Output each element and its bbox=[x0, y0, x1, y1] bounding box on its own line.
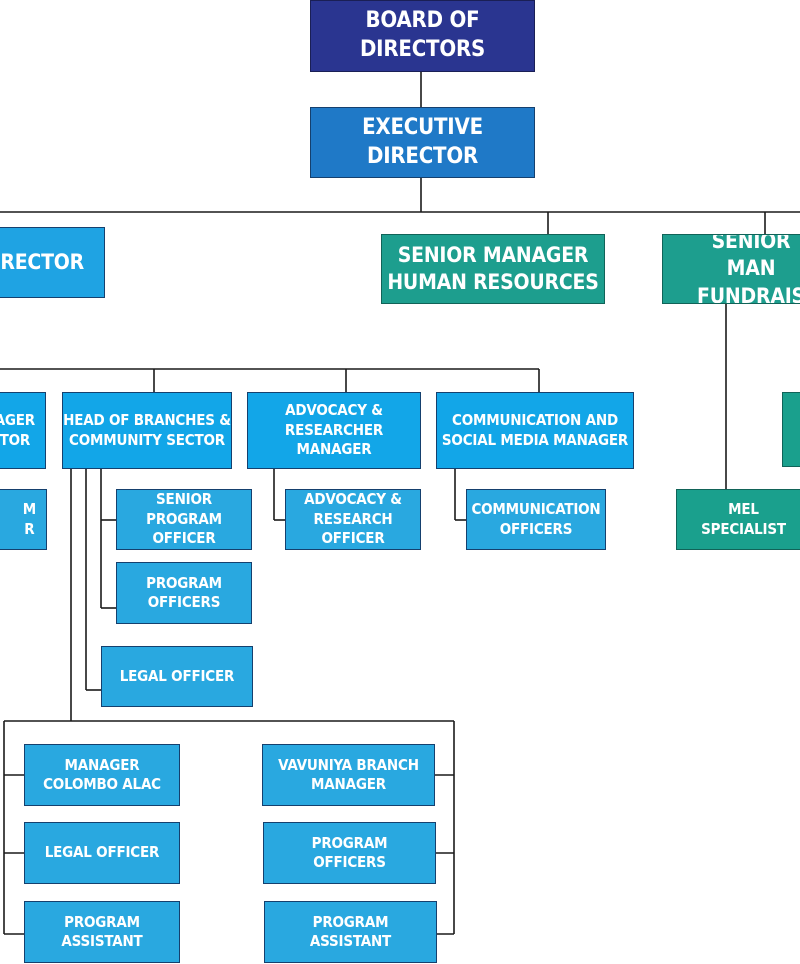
senior-program-officer-box: SENIOR PROGRAM OFFICER bbox=[116, 489, 252, 550]
program-officers-box: PROGRAM OFFICERS bbox=[116, 562, 252, 624]
communication-officers-box: COMMUNICATION OFFICERS bbox=[466, 489, 606, 550]
mel-specialist-box: MEL SPECIALIST bbox=[676, 489, 800, 550]
manager-colombo-box: MANAGER COLOMBO ALAC bbox=[24, 744, 180, 806]
program-assistant-vavuniya-box: PROGRAM ASSISTANT bbox=[264, 901, 437, 963]
program-partial-box: M R bbox=[0, 489, 47, 550]
vavuniya-manager-box: VAVUNIYA BRANCH MANAGER bbox=[262, 744, 435, 806]
advocacy-officer-box: ADVOCACY & RESEARCH OFFICER bbox=[285, 489, 421, 550]
program-officers-vavuniya-box: PROGRAM OFFICERS bbox=[263, 822, 436, 884]
legal-officer-colombo-box: LEGAL OFFICER bbox=[24, 822, 180, 884]
executive-director-box: EXECUTIVE DIRECTOR bbox=[310, 107, 535, 178]
legal-officer-box: LEGAL OFFICER bbox=[101, 646, 253, 707]
program-assistant-colombo-box: PROGRAM ASSISTANT bbox=[24, 901, 180, 963]
senior-manager-fundraising-box: SENIOR MAN FUNDRAIS bbox=[662, 234, 800, 304]
advocacy-manager-box: ADVOCACY & RESEARCHER MANAGER bbox=[247, 392, 421, 469]
head-of-branches-box: HEAD OF BRANCHES & COMMUNITY SECTOR bbox=[62, 392, 232, 469]
director-box: DIRECTOR bbox=[0, 227, 105, 298]
teal-partial-box bbox=[782, 392, 800, 467]
senior-manager-hr-box: SENIOR MANAGER HUMAN RESOURCES bbox=[381, 234, 605, 304]
manager-partial-box: AGER TOR bbox=[0, 392, 46, 469]
board-of-directors-box: BOARD OF DIRECTORS bbox=[310, 0, 535, 72]
communication-manager-box: COMMUNICATION AND SOCIAL MEDIA MANAGER bbox=[436, 392, 634, 469]
